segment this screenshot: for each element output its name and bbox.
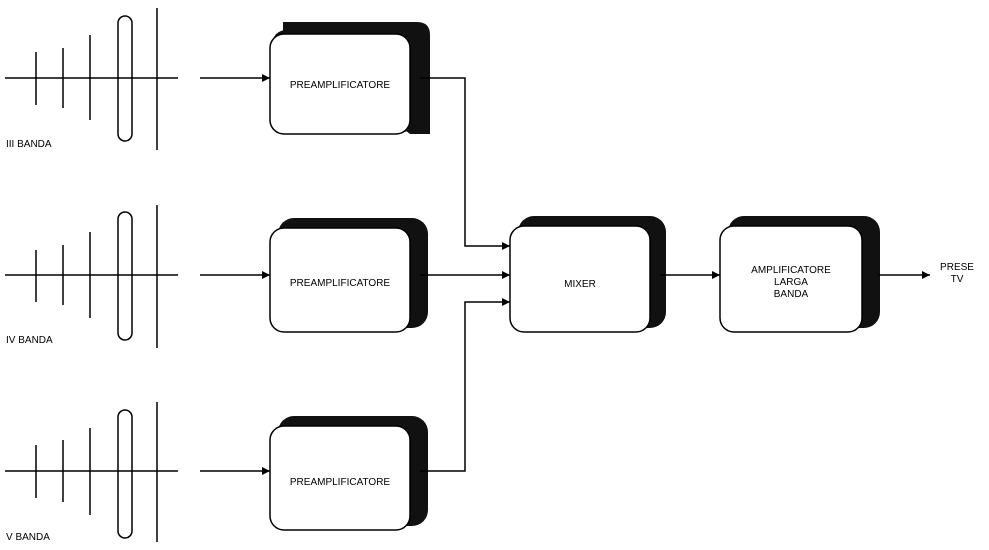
- preamp-label-1: PREAMPLIFICATORE: [290, 80, 391, 91]
- preamp-box-2: PREAMPLIFICATORE: [269, 218, 428, 333]
- output-label-line2: TV: [951, 274, 964, 285]
- connector-preamp3-mixer: [420, 298, 510, 472]
- antenna-label-v: V BANDA: [6, 532, 50, 543]
- preamp-box-3: PREAMPLIFICATORE: [269, 416, 428, 531]
- preamp-label-2: PREAMPLIFICATORE: [290, 278, 391, 289]
- amplifier-label-line2: LARGA: [774, 277, 808, 288]
- antenna-label-iii: III BANDA: [6, 139, 52, 150]
- antenna-iv-banda: [5, 205, 178, 348]
- antenna-v-banda: [5, 402, 178, 542]
- amplifier-label-line3: BANDA: [774, 289, 809, 300]
- output-label-line1: PRESE: [940, 262, 974, 273]
- antenna-label-iv: IV BANDA: [6, 335, 53, 346]
- amplifier-label-line1: AMPLIFICATORE: [751, 265, 831, 276]
- preamp-label-3: PREAMPLIFICATORE: [290, 477, 391, 488]
- preamp-box-1: PREAMPLIFICATORE: [269, 22, 430, 135]
- connector-preamp1-mixer: [420, 77, 510, 250]
- amplifier-box: AMPLIFICATORE LARGA BANDA: [719, 216, 880, 333]
- mixer-box: MIXER: [509, 216, 666, 333]
- mixer-label: MIXER: [564, 279, 596, 290]
- antenna-iii-banda: [5, 8, 178, 150]
